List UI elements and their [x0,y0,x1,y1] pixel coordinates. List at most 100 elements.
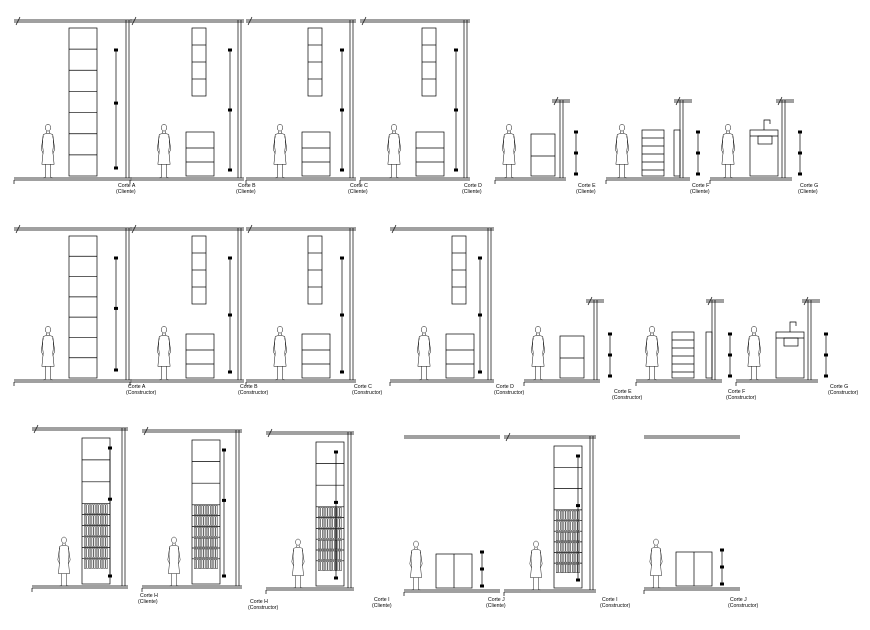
section-e-cliente [494,96,578,184]
section-i-cliente [265,428,354,594]
figure-body [615,133,629,165]
bottle [201,538,204,548]
bottle [215,548,218,559]
bottle [206,559,209,569]
bottle [570,553,573,563]
bottle [100,537,103,547]
bottle [320,529,323,539]
break-mark [247,16,253,26]
bottle [339,540,342,550]
bottle [330,529,333,539]
section-title: Corte J [488,597,505,603]
bottle [332,561,335,571]
break-mark [777,96,783,106]
bottle [86,537,89,547]
bottle [330,561,333,571]
bottle [327,550,330,561]
bottle [560,510,563,520]
bottle [570,563,573,574]
bottle [568,542,571,552]
figure-legs [531,577,541,591]
dimension-mark [798,172,802,176]
bottle [572,563,575,574]
bottle [332,550,335,561]
break-mark [267,428,273,438]
figure-neck [162,333,166,336]
figure-legs [169,573,179,587]
bottle [558,563,561,574]
dimension-mark [334,500,338,504]
bottle [198,548,201,559]
bottle [565,532,568,542]
bottle [194,548,197,559]
figure-arms [40,135,56,154]
bottle [330,550,333,561]
bottle [322,507,325,517]
dimension-mark [340,370,344,374]
bottle [98,515,101,525]
bottle [196,548,199,559]
bottle [208,527,211,537]
figure-neck [422,333,426,336]
bottle [215,516,218,526]
bottle [84,515,87,525]
dimension-mark [574,151,578,155]
section-title: Corte E [614,389,632,395]
bottle [194,538,197,548]
bottle [105,537,108,547]
dimension-mark [114,48,118,52]
bottle [203,559,206,569]
dimension-mark [108,574,112,578]
bottle [322,518,325,528]
human-figure [272,124,288,179]
bottle [565,563,568,574]
bottle [320,518,323,528]
figure-arms [386,135,402,154]
figure-arms [720,135,736,154]
figure-legs [533,366,543,381]
bottle [318,540,321,550]
base-cabinet [185,333,215,379]
figure-body [530,549,542,578]
bottle [556,510,559,520]
bottle [327,507,330,517]
bottle [206,505,209,515]
bottle [322,561,325,571]
figure-neck [534,547,538,550]
figure-arms [614,135,630,154]
section-d-cliente [359,16,470,184]
figure-neck [726,131,730,134]
bottle [215,505,218,515]
sink-cabinet [775,331,805,379]
figure-neck [62,543,66,546]
bottle [560,532,563,542]
human-figure [57,536,71,587]
bottle [325,561,328,571]
bottle [93,537,96,547]
section-subtitle: (Cliente) [372,603,392,609]
dimension-mark [334,576,338,580]
base-cabinet [301,131,331,177]
section-subtitle: (Constructor) [238,390,269,396]
bottle [322,550,325,561]
bottle [215,559,218,569]
figure-neck [752,333,756,336]
figure-body [645,335,659,367]
bottle [206,548,209,559]
section-subtitle: (Constructor) [248,605,279,611]
figure-head [171,536,177,544]
figure-legs [389,164,399,179]
bottle [339,507,342,517]
figure-legs [504,164,514,179]
dimension-mark [824,353,828,357]
bottle [213,505,216,515]
bottle [84,537,87,547]
base-cabinet [415,131,445,177]
section-j-cliente [403,435,500,596]
bottle [196,538,199,548]
human-figure [644,326,660,381]
dimension-mark [480,567,484,571]
figure-body [747,335,761,367]
sink-cabinet [749,129,779,177]
